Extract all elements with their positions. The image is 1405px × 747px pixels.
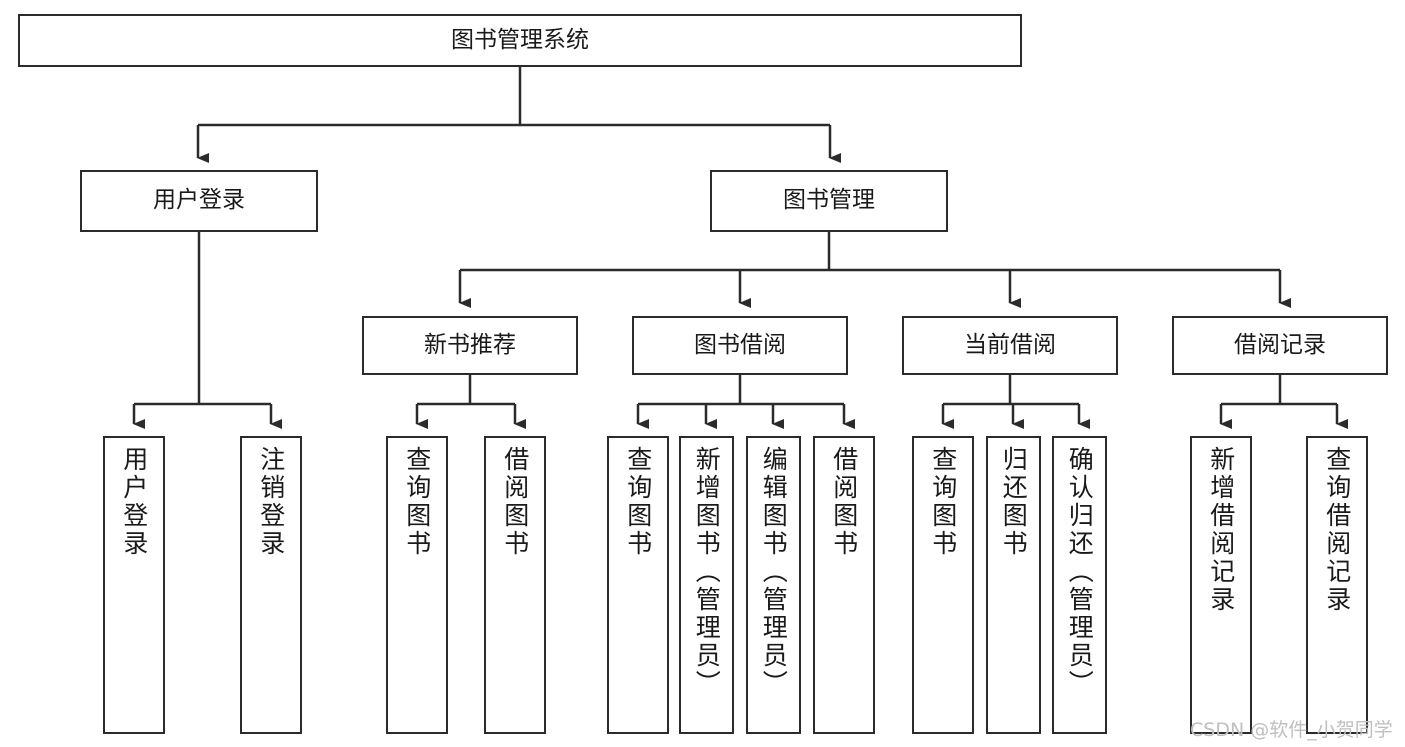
node-current-borrow-label: 当前借阅 bbox=[964, 331, 1056, 358]
node-leaf-add-book-label: 新增图书（管理员） bbox=[692, 446, 722, 698]
node-leaf-add-record[interactable]: 新增借阅记录 bbox=[1190, 436, 1252, 734]
node-leaf-query-book-1-label: 查询图书 bbox=[402, 446, 432, 558]
node-book-manage-label: 图书管理 bbox=[783, 187, 875, 214]
node-borrow-record[interactable]: 借阅记录 bbox=[1172, 316, 1388, 375]
node-leaf-confirm-return[interactable]: 确认归还（管理员） bbox=[1052, 436, 1107, 734]
node-book-borrow-label: 图书借阅 bbox=[694, 331, 786, 358]
node-new-book-rec[interactable]: 新书推荐 bbox=[362, 316, 578, 375]
node-leaf-return-book-label: 归还图书 bbox=[999, 446, 1029, 558]
node-borrow-record-label: 借阅记录 bbox=[1234, 331, 1326, 358]
node-leaf-query-record[interactable]: 查询借阅记录 bbox=[1306, 436, 1368, 734]
node-leaf-query-book-2[interactable]: 查询图书 bbox=[607, 436, 669, 734]
node-leaf-add-record-label: 新增借阅记录 bbox=[1206, 446, 1236, 614]
node-root-label: 图书管理系统 bbox=[451, 26, 589, 53]
node-leaf-borrow-book-1[interactable]: 借阅图书 bbox=[484, 436, 546, 734]
node-leaf-user-logout-label: 注销登录 bbox=[256, 446, 286, 558]
node-leaf-user-logout[interactable]: 注销登录 bbox=[240, 436, 302, 734]
node-book-borrow[interactable]: 图书借阅 bbox=[632, 316, 848, 375]
node-leaf-return-book[interactable]: 归还图书 bbox=[986, 436, 1041, 734]
node-leaf-query-book-1[interactable]: 查询图书 bbox=[386, 436, 448, 734]
node-leaf-edit-book-label: 编辑图书（管理员） bbox=[759, 446, 789, 698]
node-leaf-confirm-return-label: 确认归还（管理员） bbox=[1065, 446, 1095, 698]
node-leaf-borrow-book-1-label: 借阅图书 bbox=[500, 446, 530, 558]
node-leaf-query-book-3-label: 查询图书 bbox=[928, 446, 958, 558]
node-leaf-query-book-2-label: 查询图书 bbox=[623, 446, 653, 558]
node-leaf-user-login[interactable]: 用户登录 bbox=[103, 436, 165, 734]
node-leaf-edit-book[interactable]: 编辑图书（管理员） bbox=[746, 436, 801, 734]
node-user-login[interactable]: 用户登录 bbox=[80, 170, 318, 232]
node-leaf-query-book-3[interactable]: 查询图书 bbox=[912, 436, 974, 734]
csdn-watermark: CSDN @软件_小贺同学 bbox=[1190, 719, 1393, 741]
node-book-manage[interactable]: 图书管理 bbox=[710, 170, 948, 232]
node-user-login-label: 用户登录 bbox=[153, 187, 245, 214]
node-leaf-borrow-book-2-label: 借阅图书 bbox=[829, 446, 859, 558]
node-new-book-rec-label: 新书推荐 bbox=[424, 331, 516, 358]
node-leaf-query-record-label: 查询借阅记录 bbox=[1322, 446, 1352, 614]
node-leaf-user-login-label: 用户登录 bbox=[119, 446, 149, 558]
node-leaf-add-book[interactable]: 新增图书（管理员） bbox=[679, 436, 734, 734]
node-current-borrow[interactable]: 当前借阅 bbox=[902, 316, 1118, 375]
node-leaf-borrow-book-2[interactable]: 借阅图书 bbox=[813, 436, 875, 734]
node-root[interactable]: 图书管理系统 bbox=[18, 14, 1022, 67]
